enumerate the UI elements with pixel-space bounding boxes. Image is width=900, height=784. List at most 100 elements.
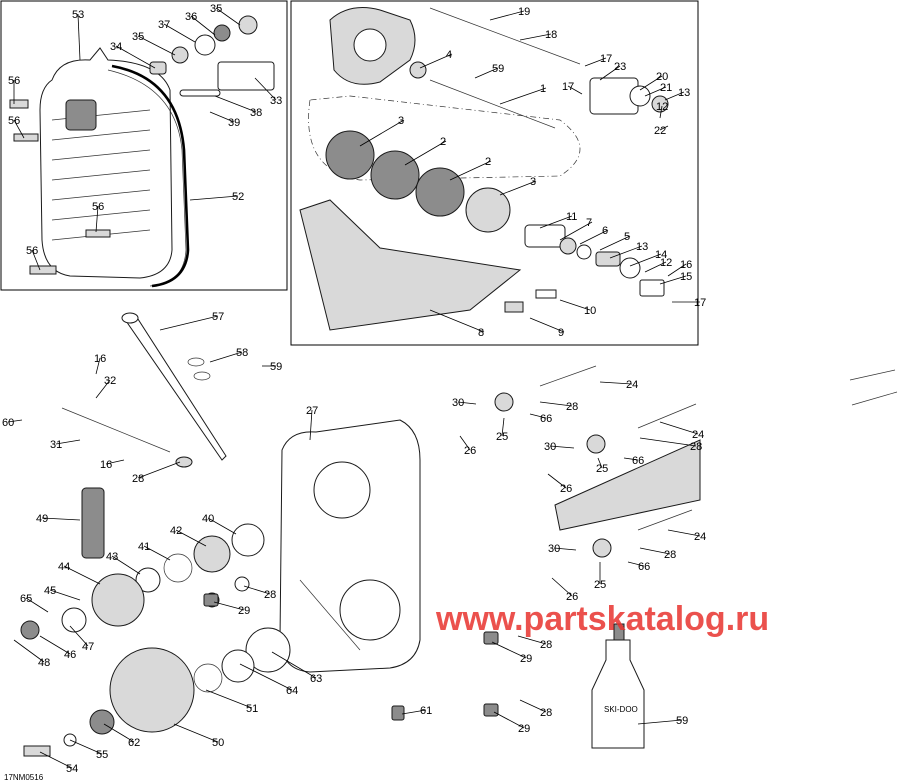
callout-leader — [254, 77, 277, 101]
upper-gear-stack — [20, 523, 265, 640]
callout-leader — [629, 253, 662, 267]
callout-leader — [359, 119, 405, 147]
callout-leader — [239, 663, 293, 691]
callout-label: 17 — [600, 53, 612, 65]
drive-chain — [308, 95, 581, 181]
callout-leader — [501, 417, 505, 437]
callout-label: 42 — [170, 525, 182, 537]
callout-label: 34 — [110, 41, 122, 53]
callout-leader — [639, 75, 663, 91]
callout-label: 46 — [64, 649, 76, 661]
callout-leader — [103, 723, 135, 743]
callout-leader — [173, 723, 219, 743]
callout-leader — [599, 65, 621, 81]
shaft-outline-far-right — [849, 369, 898, 406]
callout-label: 62 — [128, 737, 140, 749]
callout-label: 47 — [82, 641, 94, 653]
callout-leader — [77, 13, 81, 61]
callout-label: 4 — [446, 49, 452, 61]
callout-label: 12 — [660, 257, 672, 269]
callout-leader — [567, 85, 583, 95]
callout-leader — [205, 689, 253, 709]
callout-leader — [584, 57, 607, 67]
callout-leader — [105, 459, 125, 465]
callout-label: 15 — [680, 271, 692, 283]
callout-label: 29 — [238, 605, 250, 617]
callout-leader — [667, 529, 701, 537]
callout-label: 38 — [250, 107, 262, 119]
bearing-stack-right — [504, 224, 665, 313]
callout-label: 51 — [246, 703, 258, 715]
callout-label: 29 — [518, 723, 530, 735]
callout-label: 30 — [544, 441, 556, 453]
callout-label: 20 — [656, 71, 668, 83]
callout-label: 43 — [106, 551, 118, 563]
callout-leader — [474, 67, 499, 79]
callout-label: 18 — [545, 29, 557, 41]
callout-leader — [644, 86, 667, 97]
callout-label: 59 — [676, 715, 688, 727]
callout-leader — [644, 261, 667, 273]
callout-leader — [7, 419, 23, 423]
callout-label: 1 — [540, 83, 546, 95]
callout-label: 25 — [596, 463, 608, 475]
chaincase-27 — [279, 419, 421, 673]
plug-61 — [391, 705, 405, 721]
callout-leader — [214, 95, 257, 113]
callout-label: 26 — [566, 591, 578, 603]
cover-panel-frame — [0, 0, 288, 291]
callout-label: 2 — [485, 156, 491, 168]
callout-leader — [449, 160, 492, 181]
figure-code: 17NM0516 — [4, 773, 44, 782]
callout-leader — [95, 379, 111, 399]
callout-leader — [429, 309, 485, 333]
callout-label: 30 — [548, 543, 560, 555]
callout-label: 8 — [478, 327, 484, 339]
callout-label: 7 — [586, 217, 592, 229]
lower-gear-stack — [23, 627, 291, 757]
callout-leader — [207, 517, 237, 535]
callout-leader — [499, 87, 547, 105]
callout-label: 17 — [562, 81, 574, 93]
seal-4 — [409, 61, 427, 79]
callout-label: 49 — [36, 513, 48, 525]
callout-leader — [39, 751, 73, 769]
callout-leader — [499, 180, 537, 196]
callout-leader — [39, 635, 71, 655]
washer-28-left — [175, 456, 193, 468]
callout-leader — [55, 439, 81, 445]
callout-leader — [519, 33, 552, 41]
callout-label: 58 — [236, 347, 248, 359]
callout-leader — [539, 215, 573, 229]
nuts-29 — [203, 593, 499, 717]
callout-label: 39 — [228, 117, 240, 129]
dipstick-57 — [121, 312, 227, 461]
callout-leader — [143, 545, 171, 561]
bottle-brand: SKI-DOO — [604, 705, 638, 714]
callout-leader — [31, 249, 41, 271]
callout-label: 63 — [310, 673, 322, 685]
callout-label: 37 — [158, 19, 170, 31]
callout-leader — [529, 317, 565, 333]
callout-leader — [309, 409, 313, 441]
drive-sprockets — [325, 130, 511, 233]
callout-leader — [519, 699, 547, 713]
spring-49 — [81, 487, 105, 559]
callout-label: 26 — [464, 445, 476, 457]
callout-label: 16 — [100, 459, 112, 471]
callout-label: 56 — [8, 75, 20, 87]
callout-leader — [517, 635, 547, 645]
callout-label: 2 — [440, 136, 446, 148]
callout-label: 52 — [232, 191, 244, 203]
callout-label: 5 — [624, 231, 630, 243]
callout-label: 25 — [496, 431, 508, 443]
callout-label: 56 — [8, 115, 20, 127]
callout-leader — [639, 547, 671, 555]
callout-leader — [404, 140, 447, 166]
callout-leader — [95, 357, 101, 375]
callout-label: 28 — [540, 639, 552, 651]
callout-label: 17 — [694, 297, 706, 309]
callout-label: 24 — [694, 531, 706, 543]
tensioner-bolt-31 — [61, 407, 171, 453]
callout-leader — [667, 263, 687, 277]
